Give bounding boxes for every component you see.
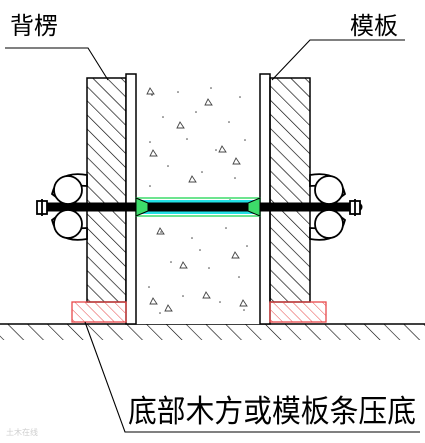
concrete-wall <box>136 74 260 324</box>
label-back-stud: 背楞 <box>10 12 58 40</box>
right-clamp <box>309 173 361 241</box>
left-back-stud <box>86 77 127 303</box>
watermark: 土木在线 <box>6 427 38 437</box>
aggregate-triangles <box>146 87 248 312</box>
tie-rod <box>40 197 363 217</box>
leader-base-block <box>84 321 420 433</box>
leader-back-stud <box>5 47 109 81</box>
label-form-panel: 模板 <box>350 12 398 40</box>
right-back-stud <box>269 77 311 303</box>
leader-form-panel <box>271 39 405 81</box>
label-base-block: 底部木方或模板条压底 <box>128 394 416 430</box>
left-base-block <box>71 301 127 323</box>
right-form-panel <box>259 73 271 325</box>
ground-slab <box>0 323 425 340</box>
aggregate-dots <box>148 87 248 314</box>
right-base-block <box>269 301 327 323</box>
left-formwork <box>71 73 137 325</box>
leader-lines <box>5 39 420 433</box>
right-formwork <box>259 73 327 325</box>
left-clamp <box>36 173 88 241</box>
left-form-panel <box>125 73 137 325</box>
